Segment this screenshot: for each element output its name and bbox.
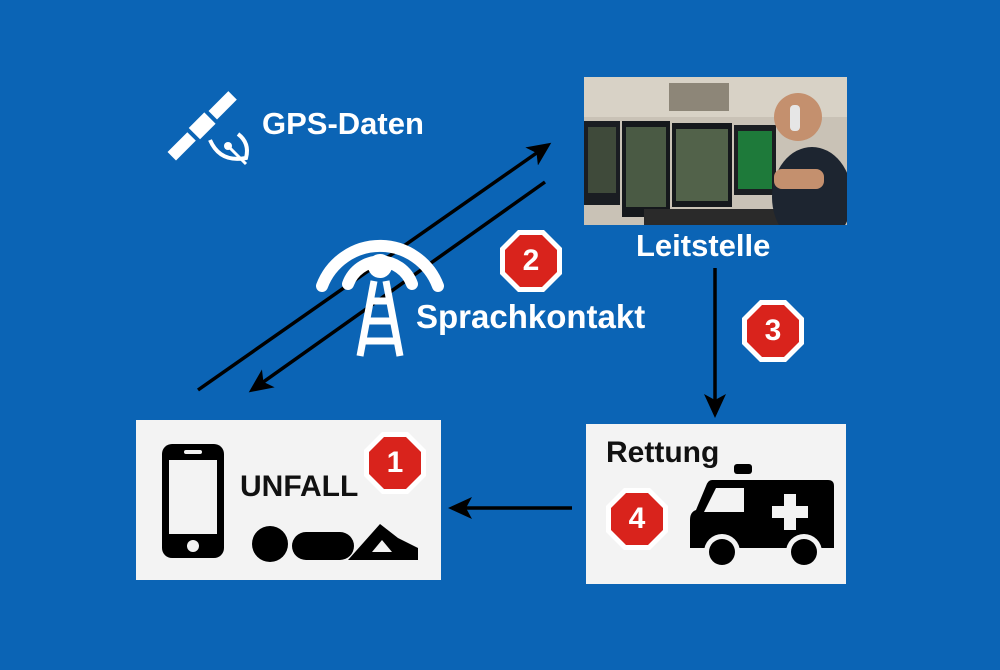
step-badge-1: 1 [362, 430, 428, 496]
accident-box: UNFALL 1 [136, 420, 441, 580]
voice-contact-label: Sprachkontakt [416, 298, 646, 335]
accident-label: UNFALL [240, 470, 359, 503]
gps-label: GPS-Daten [262, 106, 424, 141]
step-badge-3: 3 [740, 298, 806, 364]
satellite-icon [167, 91, 249, 166]
octagon-icon [500, 230, 562, 292]
arrow-dispatch-to-phone [248, 180, 547, 393]
dispatch-photo [584, 77, 847, 225]
octagon-icon [364, 432, 426, 494]
step-badge-2: 2 [498, 228, 564, 294]
step-number: 3 [764, 314, 782, 347]
rescue-label: Rettung [606, 436, 720, 469]
smartphone-icon [162, 444, 224, 558]
step-number: 1 [386, 446, 404, 479]
step-number: 4 [628, 502, 646, 535]
step-number: 2 [522, 244, 540, 277]
ambulance-icon [690, 464, 834, 570]
radio-tower-icon [316, 239, 444, 357]
injured-person-icon [252, 524, 418, 562]
octagon-icon [606, 488, 668, 550]
step-badge-4: 4 [604, 486, 670, 552]
rescue-box: Rettung 4 [586, 424, 846, 584]
dispatch-label: Leitstelle [636, 228, 771, 263]
octagon-icon [742, 300, 804, 362]
